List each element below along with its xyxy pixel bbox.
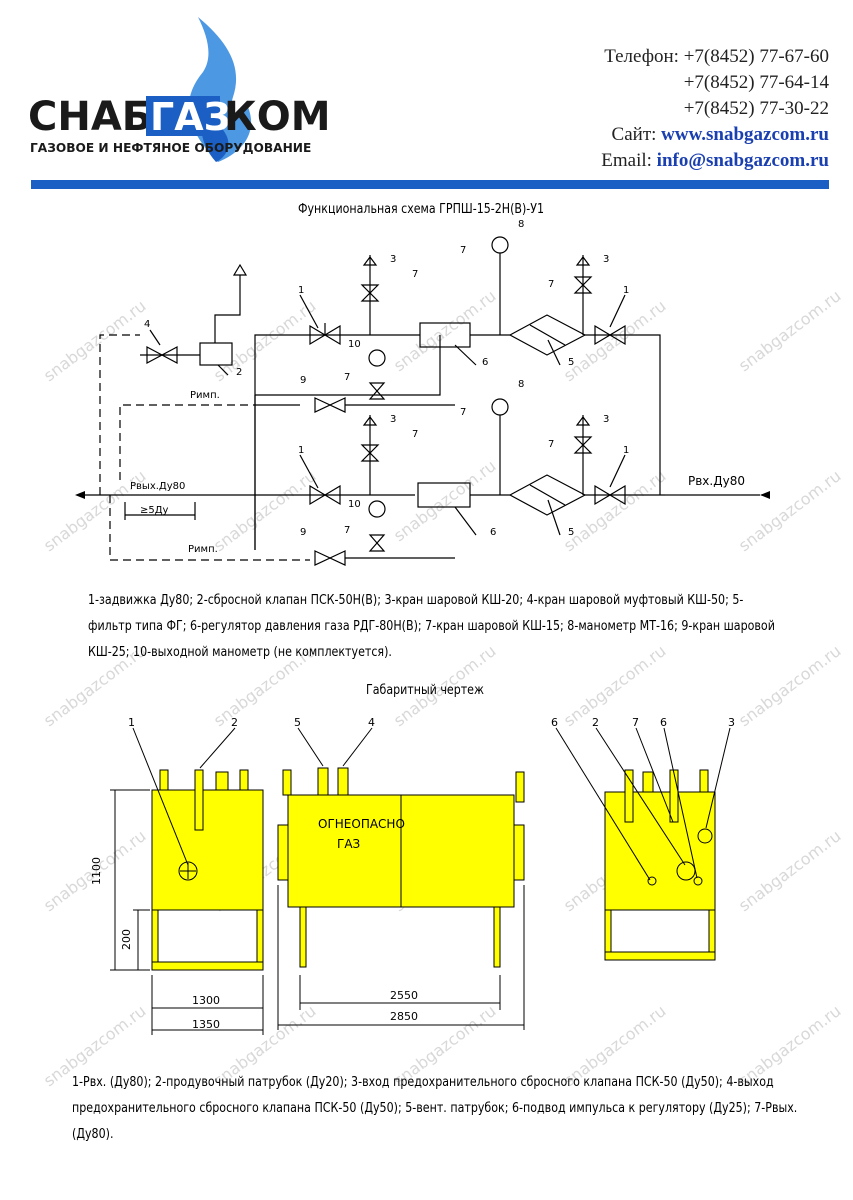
scheme-legend: 1-задвижка Ду80; 2-сбросной клапан ПСК-5… bbox=[88, 593, 775, 660]
p-out-label: Рвых.Ду80 bbox=[130, 481, 185, 492]
dimensional-drawing: ОГНЕОПАСНО ГАЗ 1100 200 1300 bbox=[90, 716, 735, 1035]
svg-text:4: 4 bbox=[144, 319, 150, 330]
door-warning-2: ГАЗ bbox=[337, 837, 360, 851]
svg-text:1: 1 bbox=[623, 285, 629, 296]
svg-text:10: 10 bbox=[348, 339, 361, 350]
header-divider bbox=[31, 180, 829, 189]
svg-text:7: 7 bbox=[412, 269, 418, 280]
phone-1[interactable]: +7(8452) 77-67-60 bbox=[683, 46, 829, 67]
svg-text:6: 6 bbox=[551, 716, 558, 729]
site-line: Сайт: www.snabgazcom.ru bbox=[612, 122, 829, 148]
email-label: Email: bbox=[601, 150, 652, 171]
svg-text:8: 8 bbox=[518, 379, 524, 390]
drawing-title: Габаритный чертеж bbox=[366, 683, 484, 698]
logo-part3: КОМ bbox=[224, 94, 331, 140]
cabinet-side-view-right bbox=[604, 769, 716, 961]
svg-text:1: 1 bbox=[298, 445, 304, 456]
logo-part1: СНАБ bbox=[28, 94, 152, 140]
svg-text:7: 7 bbox=[548, 279, 554, 290]
cabinet-side-view-left bbox=[151, 769, 264, 971]
svg-text:8: 8 bbox=[518, 219, 524, 230]
svg-text:6: 6 bbox=[482, 357, 488, 368]
dim-l2: 2850 bbox=[390, 1010, 418, 1023]
phone-2[interactable]: +7(8452) 77-64-14 bbox=[683, 72, 829, 93]
svg-text:5: 5 bbox=[294, 716, 301, 729]
svg-text:7: 7 bbox=[344, 525, 350, 536]
svg-text:1: 1 bbox=[623, 445, 629, 456]
p-in-label: Рвх.Ду80 bbox=[688, 474, 745, 488]
dim-height: 1100 bbox=[90, 857, 103, 885]
svg-text:7: 7 bbox=[632, 716, 639, 729]
svg-text:7: 7 bbox=[460, 407, 466, 418]
email-line: Email: info@snabgazcom.ru bbox=[601, 148, 829, 174]
svg-text:9: 9 bbox=[300, 375, 306, 386]
door-warning-1: ОГНЕОПАСНО bbox=[318, 817, 405, 831]
dist-label: ≥5Ду bbox=[140, 505, 169, 516]
svg-text:3: 3 bbox=[603, 254, 609, 265]
scheme-title: Функциональная схема ГРПШ-15-2Н(В)-У1 bbox=[298, 202, 545, 217]
site-link[interactable]: www.snabgazcom.ru bbox=[661, 124, 829, 145]
phone-line-3: +7(8452) 77-30-22 bbox=[684, 96, 829, 122]
dim-w1: 1300 bbox=[192, 994, 220, 1007]
svg-text:3: 3 bbox=[390, 414, 396, 425]
svg-text:3: 3 bbox=[728, 716, 735, 729]
dim-leg: 200 bbox=[120, 929, 133, 950]
logo-tagline: ГАЗОВОЕ И НЕФТЯНОЕ ОБОРУДОВАНИЕ bbox=[30, 141, 311, 155]
gate-valve-icon bbox=[309, 323, 626, 506]
site-label: Сайт: bbox=[611, 124, 657, 145]
functional-scheme: 11 11 2 33 33 4 55 66 77 77 77 77 88 99 … bbox=[75, 219, 770, 566]
email-link[interactable]: info@snabgazcom.ru bbox=[656, 150, 829, 171]
svg-text:5: 5 bbox=[568, 357, 574, 368]
cabinet-front-view: ОГНЕОПАСНО ГАЗ bbox=[277, 767, 525, 968]
svg-text:3: 3 bbox=[390, 254, 396, 265]
company-logo[interactable]: СНАБ ГАЗ КОМ ГАЗОВОЕ И НЕФТЯНОЕ ОБОРУДОВ… bbox=[28, 12, 358, 172]
dim-w2: 1350 bbox=[192, 1018, 220, 1031]
svg-text:2: 2 bbox=[236, 367, 242, 378]
svg-text:1: 1 bbox=[298, 285, 304, 296]
svg-text:3: 3 bbox=[603, 414, 609, 425]
p-imp-label: Римп. bbox=[188, 544, 218, 555]
svg-text:9: 9 bbox=[300, 527, 306, 538]
phone-label: Телефон: bbox=[604, 46, 679, 67]
phone-line-2: +7(8452) 77-64-14 bbox=[684, 70, 829, 96]
svg-text:10: 10 bbox=[348, 499, 361, 510]
svg-text:4: 4 bbox=[368, 716, 375, 729]
svg-text:2: 2 bbox=[231, 716, 238, 729]
p-imp-label: Римп. bbox=[190, 390, 220, 401]
svg-text:1: 1 bbox=[128, 716, 135, 729]
svg-text:2: 2 bbox=[592, 716, 599, 729]
logo-box bbox=[146, 96, 220, 136]
svg-text:5: 5 bbox=[568, 527, 574, 538]
phone-3[interactable]: +7(8452) 77-30-22 bbox=[683, 98, 829, 119]
svg-text:7: 7 bbox=[344, 372, 350, 383]
svg-text:7: 7 bbox=[412, 429, 418, 440]
svg-text:7: 7 bbox=[460, 245, 466, 256]
svg-text:7: 7 bbox=[548, 439, 554, 450]
dim-l1: 2550 bbox=[390, 989, 418, 1002]
phone-line-1: Телефон: +7(8452) 77-67-60 bbox=[604, 44, 829, 70]
svg-text:6: 6 bbox=[490, 527, 496, 538]
drawing-legend: 1-Рвх. (Ду80); 2-продувочный патрубок (Д… bbox=[72, 1075, 798, 1142]
logo-part2: ГАЗ bbox=[150, 95, 231, 139]
svg-text:6: 6 bbox=[660, 716, 667, 729]
